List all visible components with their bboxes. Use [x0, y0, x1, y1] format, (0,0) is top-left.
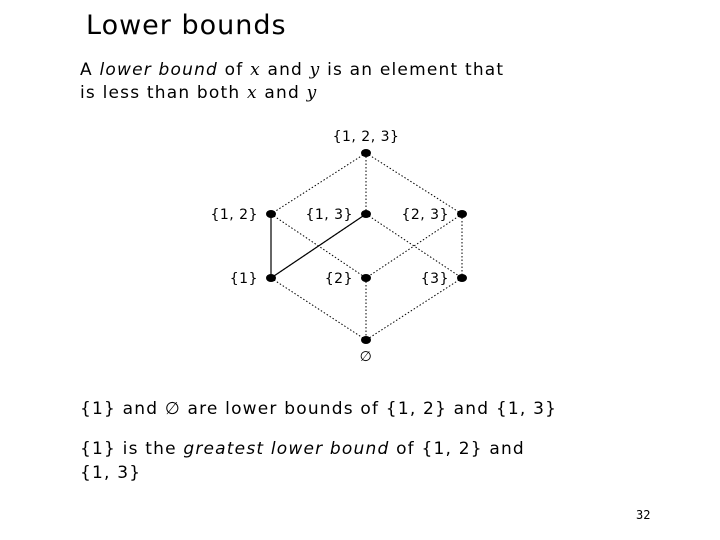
definition-text: and [260, 60, 310, 80]
page-number: 32 [636, 508, 651, 522]
highlighted-edges [270, 213, 367, 279]
node-top [361, 149, 371, 157]
example-term: greatest lower bound [183, 439, 390, 459]
node-2 [361, 274, 371, 282]
example-2-line-1: {1} is the greatest lower bound of {1, 2… [80, 437, 525, 461]
definition-text: and [257, 83, 307, 103]
node-1 [266, 274, 276, 282]
hasse-edges [270, 152, 463, 341]
node-bottom [361, 336, 371, 344]
definition-text: of [218, 60, 251, 80]
node-23 [457, 210, 467, 218]
example-1: {1} and ∅ are lower bounds of {1, 2} and… [80, 399, 558, 419]
node-12 [266, 210, 276, 218]
edge-3-bottom [365, 277, 463, 341]
node-3 [457, 274, 467, 282]
definition-text: A [80, 60, 100, 80]
example-text: {1} is the [80, 439, 184, 459]
variable-x: x [250, 60, 261, 80]
label-1: {1} [230, 271, 258, 287]
variable-x: x [246, 83, 258, 103]
hasse-nodes [266, 149, 467, 344]
definition-line-1: A lower bound of x and y is an element t… [80, 58, 504, 82]
definition-text: is an element that [320, 60, 505, 80]
label-13: {1, 3} [305, 207, 353, 223]
label-12: {1, 2} [210, 207, 258, 223]
edge-top-23 [365, 152, 463, 215]
variable-y: y [309, 60, 321, 80]
label-2: {2} [325, 271, 353, 287]
label-bottom: ∅ [360, 349, 373, 365]
example-2-line-2: {1, 3} [80, 463, 142, 483]
example-text: of {1, 2} and [389, 439, 525, 459]
label-top: {1, 2, 3} [333, 129, 400, 145]
label-3: {3} [421, 271, 449, 287]
variable-y: y [306, 83, 318, 103]
node-13 [361, 210, 371, 218]
edge-top-12 [270, 152, 367, 215]
definition-line-2: is less than both x and y [80, 81, 317, 105]
slide-title: Lower bounds [86, 10, 287, 41]
label-23: {2, 3} [401, 207, 449, 223]
definition-text: is less than both [80, 83, 247, 103]
edge-1-bottom [270, 277, 367, 341]
definition-term: lower bound [99, 60, 219, 80]
edge-13-1-solid [270, 213, 367, 279]
